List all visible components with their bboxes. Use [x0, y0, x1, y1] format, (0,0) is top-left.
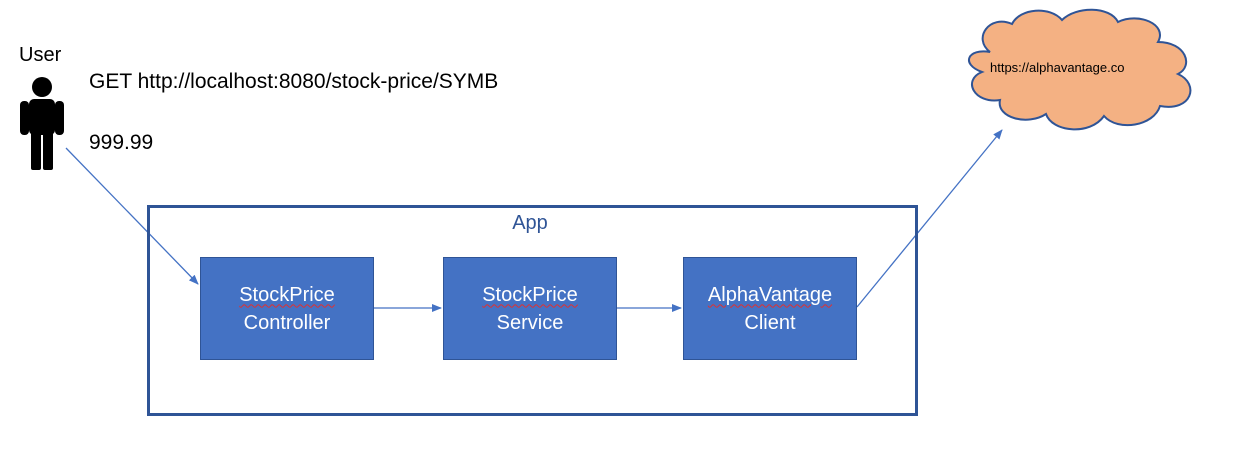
- box-label-line1: StockPrice: [239, 283, 335, 306]
- user-label: User: [19, 44, 62, 66]
- box-label-line2: Service: [496, 311, 564, 334]
- box-label-line1: StockPrice: [482, 283, 578, 306]
- external-url: https://alphavantage.co: [990, 60, 1125, 75]
- box-label-line2: Controller: [243, 311, 331, 334]
- stockprice-controller-box: StockPrice Controller: [200, 257, 374, 360]
- box-label-line2: Client: [744, 311, 796, 334]
- request-text: GET http://localhost:8080/stock-price/SY…: [89, 70, 499, 93]
- cloud-icon: [968, 8, 1192, 131]
- app-title: App: [512, 212, 548, 234]
- response-text: 999.99: [89, 131, 154, 154]
- alphavantage-client-box: AlphaVantage Client: [683, 257, 857, 360]
- box-label-line1: AlphaVantage: [707, 283, 833, 306]
- arrow-user-to-controller: [65, 147, 199, 285]
- stockprice-service-box: StockPrice Service: [443, 257, 617, 360]
- arrow-client-to-external: [856, 129, 1003, 308]
- person-icon: [20, 77, 64, 170]
- app-frame: [147, 205, 918, 416]
